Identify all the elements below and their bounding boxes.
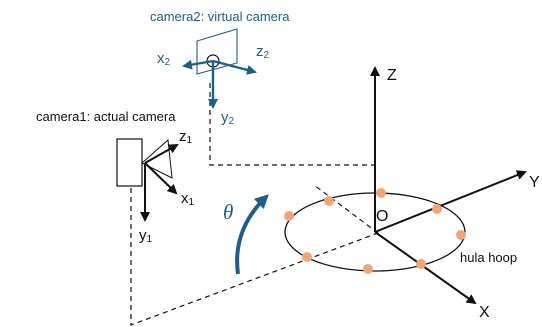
camera2-z-subscript: 2 [264,50,270,61]
camera1-z-label: z1 [179,128,193,146]
camera1-body [116,138,143,187]
camera2-x-label: x2 [157,50,171,68]
hoop-marker [324,196,334,206]
origin-label: O [376,208,388,225]
camera2-z-label: z2 [256,43,270,61]
camera2-y-subscript: 2 [229,116,235,127]
dashed-line-y-extension [313,184,379,234]
hoop-marker [376,188,386,198]
camera2-y-label: y2 [221,109,235,127]
theta-label: θ [223,200,233,224]
camera2-image-plane [196,28,238,75]
dashed-line-camera1 [130,188,379,326]
camera2-x-axis [182,59,214,70]
camera1-z-subscript: 1 [187,135,193,146]
hoop-marker [456,230,466,240]
world-z-label: Z [387,67,397,84]
hoop-marker [363,264,373,274]
camera1-x-axis [144,162,178,195]
camera1-z-axis [144,144,179,164]
hoop-marker [284,211,294,221]
camera2-group [182,28,257,109]
camera1-group [116,138,179,222]
world-y-label: Y [529,174,540,191]
camera2-x-subscript: 2 [165,57,171,68]
camera1-title: camera1: actual camera [36,109,176,124]
world-y-axis [374,170,527,233]
hoop-marker [416,259,426,269]
camera1-frustum [141,138,173,179]
dashed-line-camera2 [209,83,378,166]
dashed-projection-lines [130,83,379,326]
world-x-axis [374,231,477,305]
camera1-x-label: x1 [181,190,195,208]
camera1-y-subscript: 1 [147,234,153,245]
hula-hoop-label: hula hoop [460,250,517,265]
hoop-markers [284,188,466,274]
camera1-y-label: y1 [139,227,153,245]
camera2-title: camera2: virtual camera [150,9,290,24]
camera2-z-axis [212,59,257,75]
hoop-marker [432,204,442,214]
world-axes [370,66,527,305]
hoop-marker [302,252,312,262]
rotation-arrow [235,194,269,275]
camera1-x-subscript: 1 [189,197,195,208]
world-x-label: X [479,304,490,321]
